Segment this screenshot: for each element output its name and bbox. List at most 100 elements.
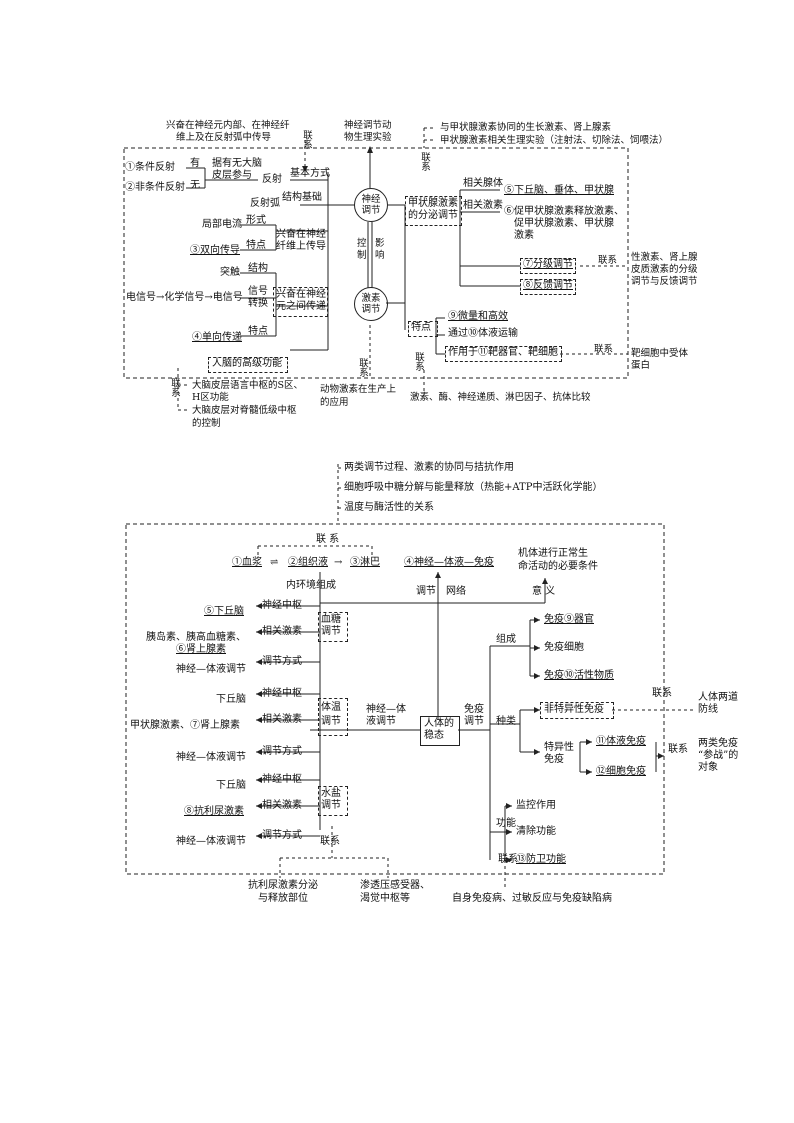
g-center: 神经中枢 [262, 600, 302, 611]
immune-reg-1: 免疫 [464, 704, 484, 715]
temperature-2: 调节 [321, 716, 341, 727]
defense-1: 人体两道 [698, 692, 738, 703]
link-label-bl: 联系 [169, 378, 180, 397]
feature-trace: ⑨微量和高效 [448, 311, 508, 322]
local-current: 局部电流 [202, 219, 242, 230]
comparison-note: 激素、酶、神经递质、淋巴因子、抗体比较 [410, 392, 591, 403]
animal-hormone-1: 动物激素在生产上 [320, 384, 397, 395]
right-note-2a: 靶细胞中受体 [631, 348, 689, 359]
nonspecific-box [540, 702, 614, 719]
g-mode: 调节方式 [262, 656, 302, 667]
grade-regulation: ⑦分级调节 [523, 259, 573, 270]
label-you: 有 [190, 158, 200, 169]
form-label: 形式 [246, 215, 266, 226]
right-note-1b: 皮质激素的分级 [631, 264, 698, 275]
control-1: 控 [357, 238, 367, 249]
link-label-bc: 联系 [357, 358, 368, 377]
w-adh: ⑧抗利尿激素 [184, 806, 244, 817]
cortex-note-1: 大脑皮层语言中枢的S区、 [192, 380, 304, 391]
blood-sugar-2: 调节 [321, 626, 341, 637]
feature-target: 作用于⑪靶器官、靶细胞 [448, 347, 558, 358]
higher-function-box [208, 357, 288, 373]
signal-chain: 电信号→化学信号→电信号 [126, 292, 243, 303]
bottom-left-2: 与释放部位 [258, 893, 308, 904]
structure-basis: 结构基础 [282, 192, 322, 203]
signal-label: 信号 [248, 286, 268, 297]
neural-regulation-node: 神经 调节 [354, 188, 388, 222]
arrow-right: → [334, 557, 343, 568]
feature-transport: 通过⑩体液运输 [448, 328, 518, 339]
influence-2: 响 [375, 250, 385, 261]
neural-label-2: 调节 [361, 205, 381, 216]
right-note-1c: 调节与反馈调节 [631, 276, 698, 287]
composition: 组成 [496, 634, 516, 645]
hormone-answer-3: 激素 [514, 230, 534, 241]
grade-reg-box [520, 258, 576, 274]
link-label-r1: 联系 [598, 255, 618, 266]
cortex-note-2: H区功能 [192, 392, 229, 403]
defense-2: 防线 [698, 704, 718, 715]
regulation-network: ④神经—体液—免疫 [404, 557, 494, 568]
animal-hormone-2: 的应用 [320, 397, 349, 408]
hormone-answer-1: ⑥促甲状腺激素释放激素、 [504, 206, 624, 217]
tissue-fluid: ②组织液 [288, 557, 328, 568]
link-label-top: 联 系 [316, 534, 340, 545]
w-center: 神经中枢 [262, 774, 302, 785]
humoral-immunity: ⑪体液免疫 [596, 736, 646, 747]
between-neurons-box [273, 287, 328, 317]
link-label-right: 联系 [419, 152, 430, 171]
temperature-box [318, 698, 348, 736]
meaning: 意 义 [532, 586, 556, 597]
function: 功能 [496, 818, 516, 829]
hormone-answer-2: 促甲状腺激素、甲状腺 [514, 218, 614, 229]
higher-function: 人脑的高级功能 [212, 358, 282, 369]
between-neurons-1: 兴奋在神经 [276, 289, 326, 300]
kind: 种类 [496, 716, 516, 727]
cortex-note-3: 大脑皮层对脊髓低级中枢 [192, 405, 297, 416]
structure-label: 结构 [248, 263, 268, 274]
bidirectional-conduct: ③双向传导 [190, 245, 240, 256]
related-gland: 相关腺体 [463, 178, 503, 189]
link-label-two: 联系 [668, 744, 688, 755]
t-center: 神经中枢 [262, 688, 302, 699]
label-wu: 无 [190, 180, 200, 191]
feedback-regulation: ⑧反馈调节 [523, 280, 573, 291]
thyroid-reg-box [405, 196, 462, 226]
link-label-def: 联系 [652, 688, 672, 699]
between-neurons-2: 元之间传递 [276, 301, 326, 312]
blood-sugar-1: 血糖 [321, 614, 341, 625]
features-box [408, 321, 438, 337]
w-related: 相关激素 [262, 800, 302, 811]
t-hypothalamus: 下丘脑 [216, 694, 246, 705]
top-note-2: 细胞呼吸中糖分解与能量释放（热能+ATP中活跃化学能） [344, 482, 603, 493]
two-types-2: “参战”的 [698, 750, 739, 761]
basic-mode: 基本方式 [290, 168, 330, 179]
convert-label: 转换 [248, 298, 268, 309]
clear: 清除功能 [516, 826, 556, 837]
water-box [318, 786, 348, 816]
immune-cells: 免疫细胞 [544, 642, 584, 653]
cortex-criterion-1: 据有无大脑 [212, 158, 262, 169]
bottom-right: 自身免疫病、过敏反应与免疫缺陷病 [452, 893, 612, 904]
feature-label-1: 特点 [246, 240, 266, 251]
two-types-1: 两类免疫 [698, 738, 738, 749]
link-label-r2: 联系 [594, 344, 614, 355]
gland-answer: ⑤下丘脑、垂体、甲状腺 [504, 185, 614, 196]
lymph: ③淋巴 [350, 557, 380, 568]
w-neuro-humoral: 神经—体液调节 [176, 836, 246, 847]
fiber-conduct-2: 纤维上传导 [276, 241, 326, 252]
homeostasis-box [420, 716, 460, 746]
hormone-label-1: 激素 [361, 293, 381, 304]
top-center-note-2: 物生理实验 [344, 132, 392, 143]
t-neuro-humoral: 神经—体液调节 [176, 752, 246, 763]
right-note-1a: 性激素、肾上腺 [631, 252, 698, 263]
two-types-3: 对象 [698, 762, 718, 773]
g-hypothalamus: ⑤下丘脑 [204, 606, 244, 617]
w-mode: 调节方式 [262, 830, 302, 841]
neuro-humoral-1: 神经—体 [366, 704, 406, 715]
features-label: 特点 [411, 322, 431, 333]
internal-env: 内环境组成 [286, 580, 336, 591]
plasma: ①血浆 [232, 557, 262, 568]
immune-active: 免疫⑩活性物质 [544, 670, 614, 681]
